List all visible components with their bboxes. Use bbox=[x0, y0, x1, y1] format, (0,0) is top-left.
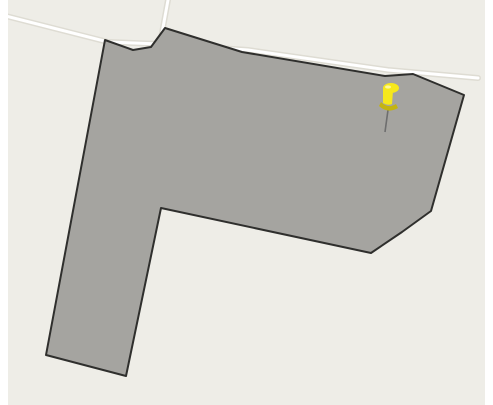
map-canvas[interactable] bbox=[8, 0, 485, 405]
pushpin-highlight bbox=[385, 85, 391, 89]
pushpin-icon[interactable] bbox=[379, 83, 399, 133]
pushpin-needle bbox=[384, 109, 389, 133]
parcel-polygon[interactable] bbox=[45, 27, 465, 377]
pushpin-collar bbox=[379, 102, 398, 111]
map-svg[interactable] bbox=[8, 0, 485, 405]
pushpin-cap bbox=[383, 83, 399, 93]
